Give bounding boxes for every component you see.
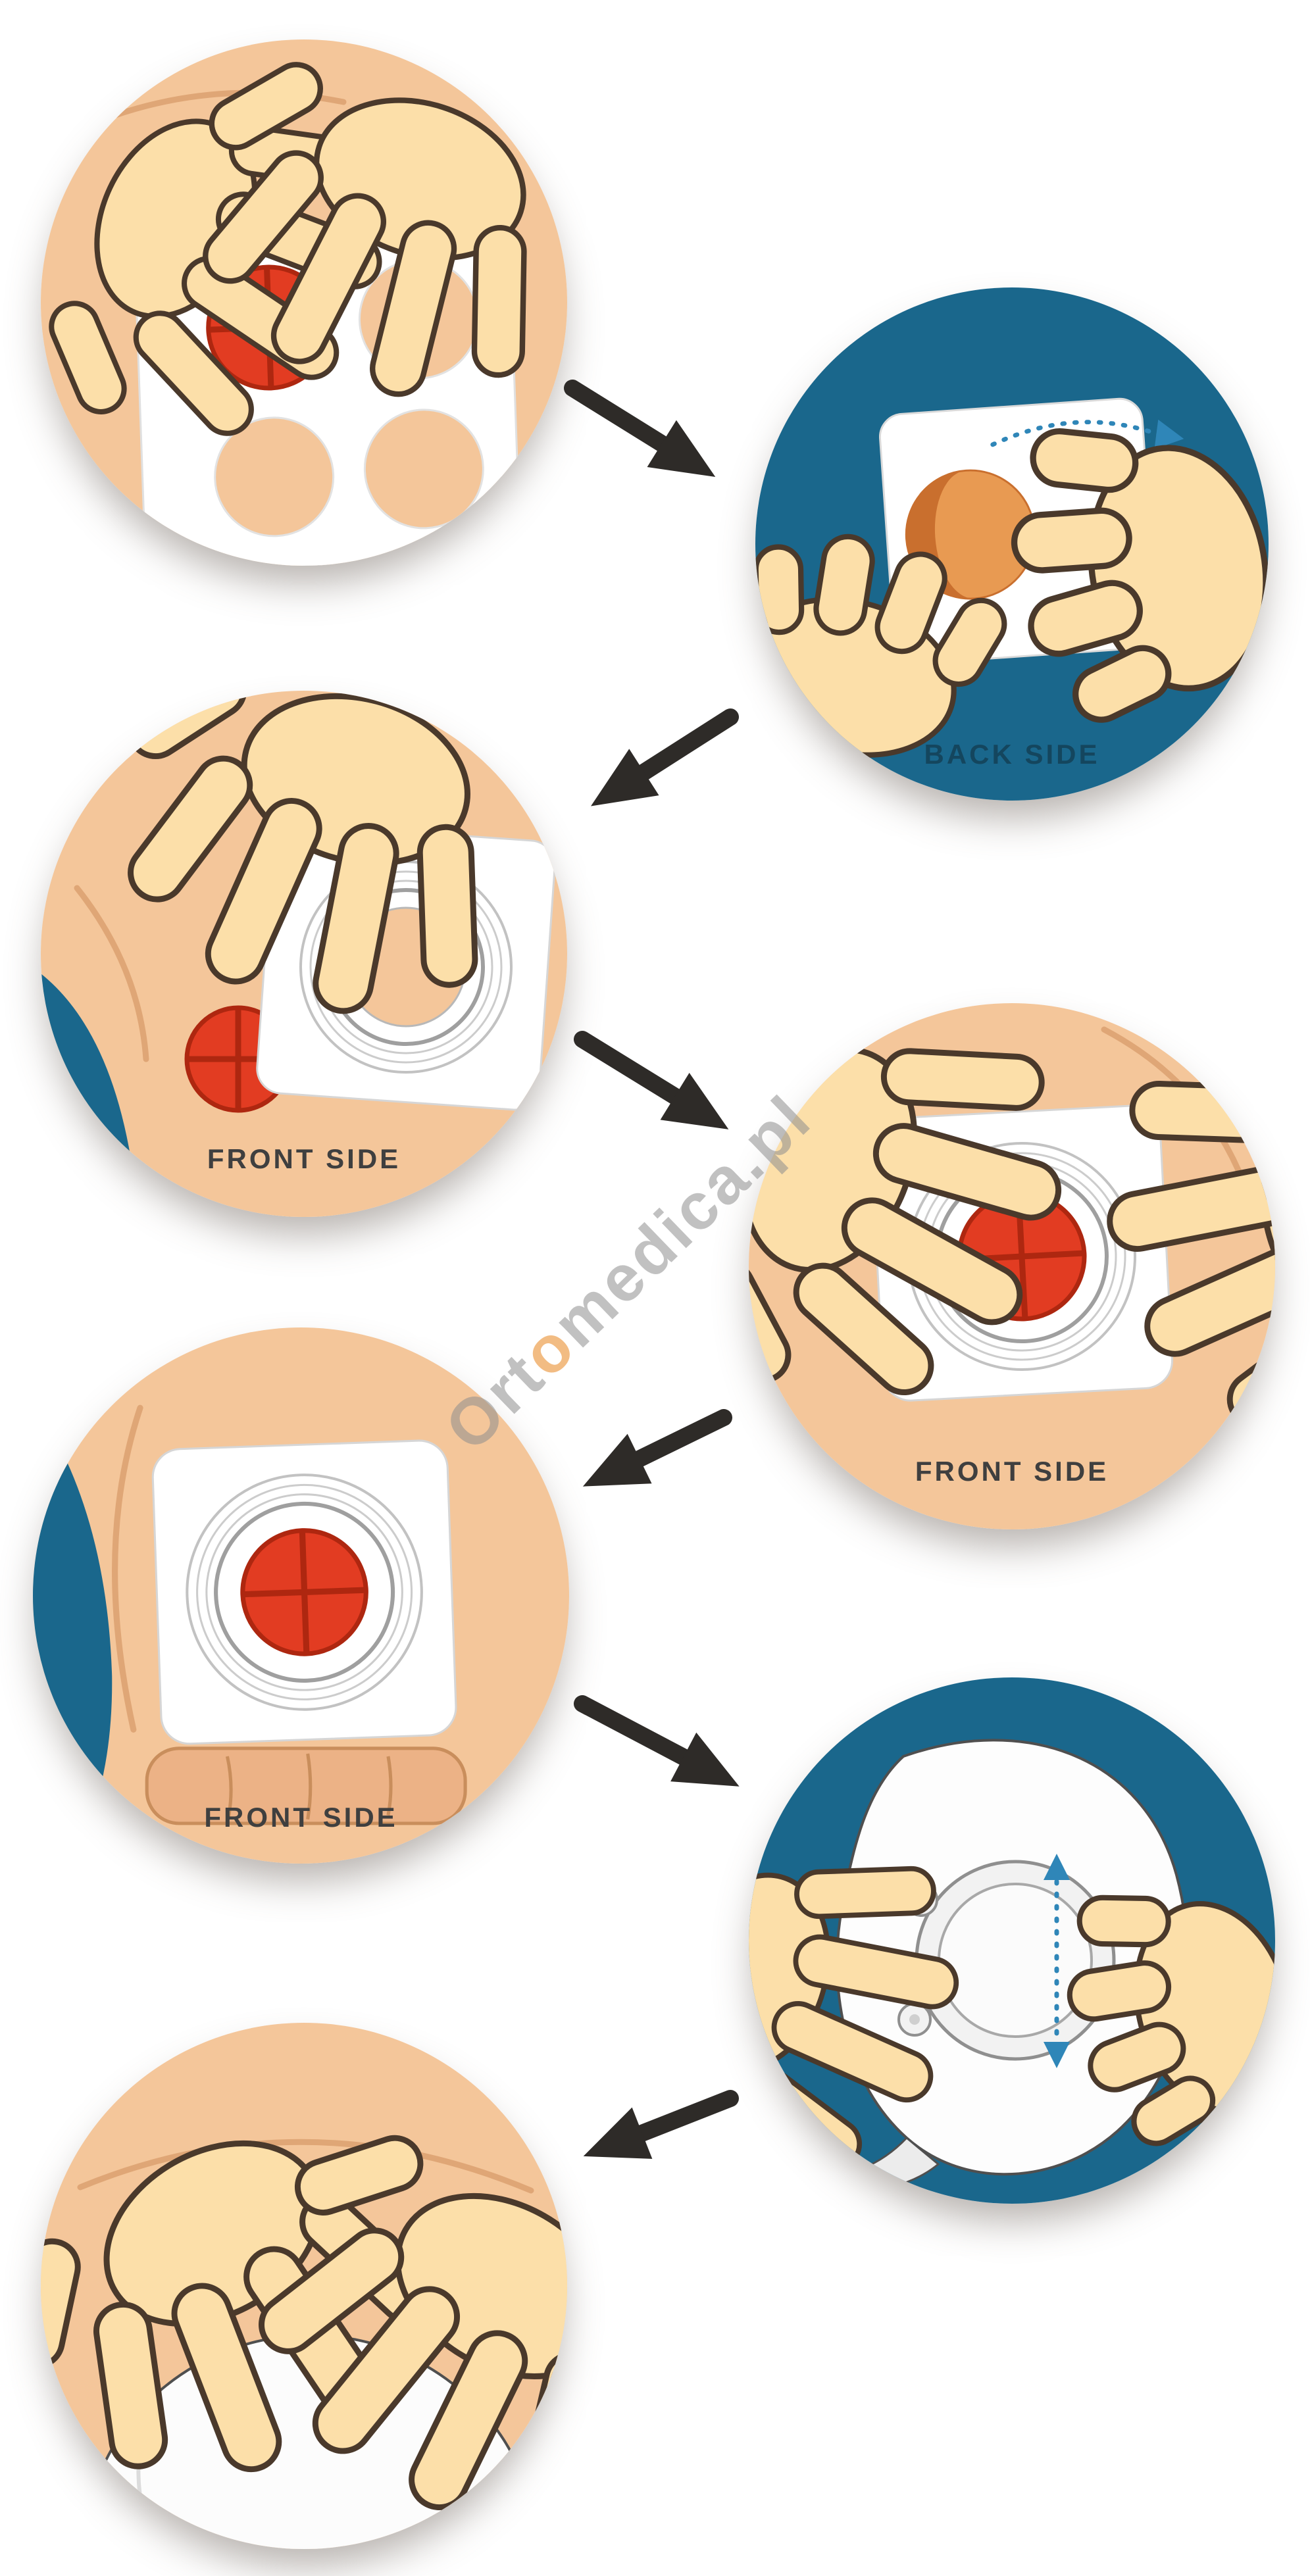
step-7-illustration [41, 2023, 567, 2549]
flow-arrow-1 [564, 380, 716, 478]
step-2-illustration [755, 287, 1269, 801]
flow-arrow-4 [582, 1409, 732, 1487]
skin-fold [145, 1746, 467, 1825]
step-4-illustration [749, 1003, 1275, 1529]
watermark-logo-o: o [507, 1308, 590, 1391]
step-6-illustration [749, 1677, 1275, 2204]
step-5-illustration [33, 1327, 569, 1864]
step-3-illustration [41, 691, 567, 1217]
step-1-circle [41, 39, 567, 566]
coupling-ring-inner [938, 1883, 1093, 2038]
flow-arrow-3 [574, 1031, 729, 1129]
press-guide-arrowhead-up [1044, 1854, 1070, 1880]
back-side-label: BACK SIDE [924, 739, 1100, 770]
step-4-circle: FRONT SIDE [749, 1003, 1275, 1529]
belly-crease [112, 1404, 143, 1733]
flow-arrow-5 [574, 1695, 740, 1787]
belly-crease [74, 885, 149, 1062]
flex-guide-arrow [990, 420, 1166, 447]
stoma-cross-icon [242, 1530, 366, 1654]
step-5-circle: FRONT SIDE [33, 1327, 569, 1864]
front-side-label: FRONT SIDE [915, 1456, 1109, 1487]
belly-crease [77, 2139, 534, 2194]
flow-arrow-6 [583, 2090, 739, 2159]
step-6-circle [749, 1677, 1275, 2204]
template-hole [214, 416, 335, 537]
step-2-circle: BACK SIDE [755, 287, 1269, 801]
flow-arrow-2 [590, 708, 739, 806]
flex-guide-arrowhead [1154, 419, 1184, 449]
baseplate-front [151, 1439, 457, 1745]
skin-fold-creases [225, 1753, 393, 1820]
template-hole [363, 409, 484, 530]
step-3-circle: FRONT SIDE [41, 691, 567, 1217]
step-7-circle [41, 2023, 567, 2549]
front-side-label: FRONT SIDE [204, 1802, 398, 1833]
press-guide-arrowhead-down [1044, 2042, 1070, 2068]
step-1-illustration [41, 39, 567, 566]
front-side-label: FRONT SIDE [207, 1143, 401, 1174]
